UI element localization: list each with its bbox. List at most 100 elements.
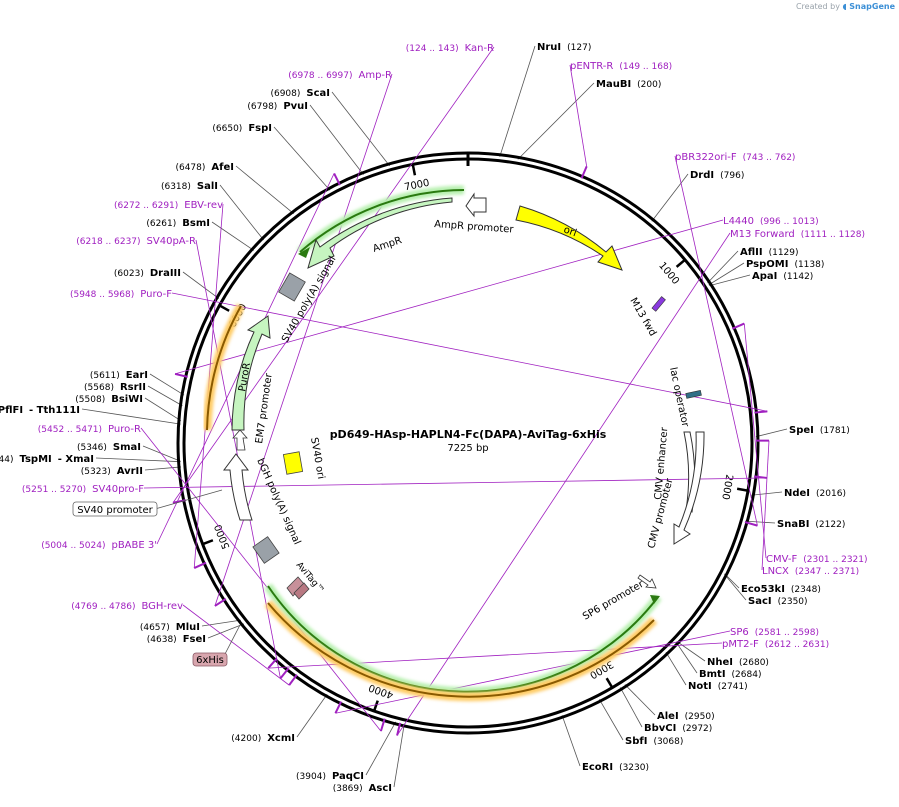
- tick-label-2000: 2000: [719, 474, 734, 501]
- enzyme-position: (3869): [333, 784, 363, 794]
- enzyme-label: (5611)EarI: [90, 370, 148, 381]
- enzyme-name: SpeI: [789, 425, 814, 436]
- enzyme-position: (6023): [114, 269, 144, 279]
- em7-promoter-arrow: [232, 429, 248, 451]
- primer-mark: [744, 521, 758, 527]
- enzyme-leader: [331, 91, 390, 167]
- primer-mark: [279, 667, 290, 680]
- enzyme-position: (2950): [685, 712, 715, 722]
- primer-range: (5251 .. 5270): [22, 485, 86, 495]
- primer-leader: [396, 232, 731, 736]
- enzyme-name: RsrII: [120, 382, 146, 393]
- primer-name: pENTR-R: [570, 61, 613, 72]
- primer-mark: [580, 165, 588, 179]
- plasmid-name: pD649-HAsp-HAPLN4-Fc(DAPA)-AviTag-6xHis: [330, 428, 607, 441]
- enzyme-name: DrdI: [690, 170, 714, 181]
- primer-mark: [396, 722, 402, 736]
- top-green-arc: [299, 189, 465, 253]
- enzyme-leader: [273, 126, 331, 191]
- enzyme-name: ScaI: [306, 88, 330, 99]
- enzyme-label: (6318)SalI: [161, 181, 218, 192]
- enzyme-label: SacI(2350): [748, 596, 808, 607]
- primer-mark: [379, 718, 386, 732]
- enzyme-name: AvrII: [117, 466, 143, 477]
- enzyme-leader: [95, 457, 181, 463]
- sv40-promoter-text: SV40 promoter: [77, 505, 153, 516]
- primer-leader: [674, 155, 758, 526]
- tick-mark-7000: [411, 165, 417, 176]
- primer-name: EBV-rev: [184, 200, 223, 211]
- enzyme-position: (5508): [75, 395, 105, 405]
- enzyme-leader: [598, 699, 624, 741]
- enzyme-label: ApaI (1142): [752, 271, 813, 282]
- enzyme-position: (1142): [783, 272, 813, 282]
- primer-leader: [171, 292, 768, 412]
- enzyme-leader: [751, 491, 783, 496]
- primer-label: L4440(996 .. 1013): [723, 216, 819, 227]
- primer-name: M13 Forward: [730, 229, 795, 240]
- enzyme-leader: [207, 623, 245, 639]
- enzyme-label: (6798)PvuI: [247, 101, 308, 112]
- feature-label-ori: ori: [562, 224, 578, 239]
- primer-label: (4769 .. 4786)BGH-rev: [71, 601, 183, 612]
- enzyme-leader: [235, 165, 295, 214]
- enzyme-name: Eco53kI: [741, 584, 785, 595]
- top-green-arrowhead: [298, 247, 310, 258]
- enzyme-position: (3230): [619, 763, 649, 773]
- enzyme-label: NdeI(2016): [784, 488, 846, 499]
- enzyme-label: (6261)BsmI: [146, 218, 210, 229]
- enzyme-leader: [499, 45, 536, 157]
- sv40-promoter-label: SV40 promoter: [72, 489, 223, 517]
- tick-mark-4000: [373, 700, 379, 711]
- avitag-box-2: [293, 582, 310, 600]
- enzyme-position: (5344): [0, 455, 13, 465]
- tick-label-5000: 5000: [213, 523, 232, 551]
- primer-label: pENTR-R(149 .. 168): [570, 61, 672, 72]
- enzyme-position: (6261): [146, 219, 176, 229]
- enzyme-position: (796): [720, 171, 744, 181]
- enzyme-name: NdeI: [784, 488, 810, 499]
- sp6-promoter-arrow: [637, 574, 657, 589]
- enzyme-name: NotI: [688, 681, 712, 692]
- enzyme-name: ApaI: [752, 271, 777, 282]
- enzyme-name: AscI: [369, 783, 392, 794]
- primer-range: (6978 .. 6997): [288, 71, 352, 81]
- enzyme-leader: [365, 721, 397, 776]
- enzyme-label: (5494)PflFI- Tth111I: [0, 405, 80, 416]
- primer-label: M13 Forward(1111 .. 1128): [730, 229, 865, 240]
- enzyme-leader: [676, 641, 706, 662]
- primer-name: SV40pA-R: [147, 236, 196, 247]
- primer-label: SP6(2581 .. 2598): [730, 627, 819, 638]
- primer-range: (996 .. 1013): [760, 217, 819, 227]
- primer-mark: [288, 674, 298, 686]
- enzyme-position: (4638): [147, 635, 177, 645]
- primer-name: pMT2-F: [722, 639, 759, 650]
- tick-mark-2000: [736, 487, 748, 492]
- sv40-ori-box: [282, 451, 304, 475]
- primer-range: (2612 .. 2631): [765, 640, 829, 650]
- enzyme-position: (5346): [77, 443, 107, 453]
- enzyme-name: TspMI: [19, 454, 51, 465]
- enzyme-name: FseI: [183, 634, 206, 645]
- enzyme-leader: [211, 221, 255, 251]
- enzyme-label: (4200)XcmI: [231, 733, 295, 744]
- enzyme-label: AflII(1129): [740, 247, 799, 258]
- enzyme-label: (5568)RsrII: [84, 382, 146, 393]
- enzyme-leader: [144, 397, 182, 422]
- primer-range: (2301 .. 2321): [803, 555, 867, 565]
- primer-mark: [193, 561, 207, 569]
- feature-label-ampr-promoter: AmpR promoter: [434, 219, 515, 236]
- enzyme-leader: [393, 723, 405, 788]
- primer-range: (5452 .. 5471): [38, 425, 102, 435]
- primer-range: (2347 .. 2371): [795, 567, 859, 577]
- enzyme-leader: [707, 250, 739, 284]
- enzyme-sites: NruI(127)MauBI(200)DrdI(796)AflII(1129)P…: [0, 42, 850, 794]
- enzyme-position: (2350): [778, 597, 808, 607]
- enzyme-leader: [651, 173, 689, 222]
- enzyme-leader: [708, 262, 745, 286]
- primer-name: LNCX: [762, 566, 789, 577]
- enzyme-leader: [675, 641, 698, 674]
- primer-leader: [761, 440, 770, 571]
- enzyme-position: (4657): [140, 623, 170, 633]
- puror-arrow: [231, 315, 271, 431]
